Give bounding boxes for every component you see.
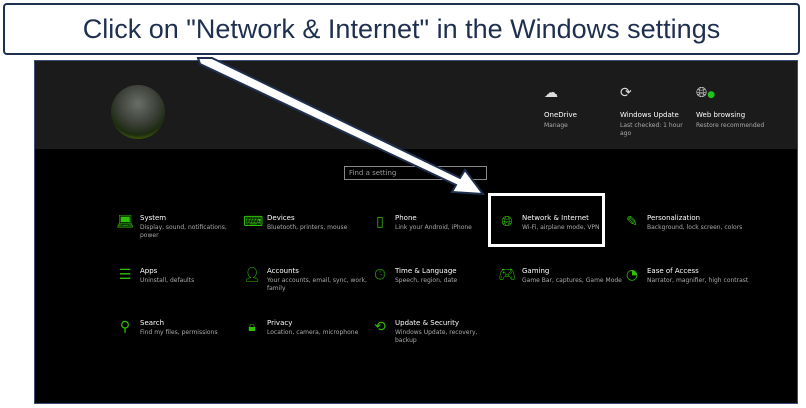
item-title: Phone bbox=[395, 214, 417, 222]
settings-window: ☁ OneDrive Manage ⟳ Windows Update Last … bbox=[34, 60, 798, 404]
item-title: Time & Language bbox=[395, 267, 457, 275]
search-icon: ⚲ bbox=[119, 319, 131, 335]
quick-title: Windows Update bbox=[620, 111, 679, 119]
globe-icon: 🌐︎ bbox=[501, 214, 513, 230]
item-title: System bbox=[140, 214, 167, 222]
sync-icon: ⟲ bbox=[374, 319, 386, 335]
phone-icon: ▯ bbox=[376, 214, 384, 230]
avatar bbox=[111, 85, 165, 139]
highlight-box bbox=[488, 193, 605, 247]
item-subtitle: Uninstall, defaults bbox=[140, 277, 195, 284]
item-title: Apps bbox=[140, 267, 158, 275]
gamepad-icon: 🎮︎ bbox=[498, 267, 516, 283]
item-subtitle: Speech, region, date bbox=[395, 277, 458, 284]
item-title: Devices bbox=[267, 214, 295, 222]
item-title: Accounts bbox=[267, 267, 299, 275]
globe-icon: 🌐︎● bbox=[696, 85, 716, 101]
cloud-icon: ☁ bbox=[544, 85, 558, 101]
quick-web-browsing[interactable]: 🌐︎● Web browsing Restore recommended bbox=[696, 85, 766, 130]
item-title: Network & Internet bbox=[522, 214, 589, 222]
person-icon: 👤︎ bbox=[243, 267, 261, 283]
quick-sub: Last checked: 1 hour ago bbox=[620, 122, 683, 137]
time-language-icon: 🕓︎ bbox=[374, 267, 386, 283]
quick-title: OneDrive bbox=[544, 111, 577, 119]
update-icon: ⟳ bbox=[620, 85, 632, 101]
paint-icon: ✎ bbox=[626, 214, 638, 230]
item-title: Gaming bbox=[522, 267, 550, 275]
quick-onedrive[interactable]: ☁ OneDrive Manage bbox=[544, 85, 614, 130]
item-subtitle: Link your Android, iPhone bbox=[395, 224, 472, 231]
quick-title: Web browsing bbox=[696, 111, 746, 119]
item-subtitle: Background, lock screen, colors bbox=[647, 224, 743, 231]
header-area: ☁ OneDrive Manage ⟳ Windows Update Last … bbox=[35, 61, 797, 149]
item-title: Ease of Access bbox=[647, 267, 699, 275]
item-subtitle: Windows Update, recovery, backup bbox=[395, 329, 478, 344]
item-title: Update & Security bbox=[395, 319, 460, 327]
item-subtitle: Find my files, permissions bbox=[140, 329, 218, 336]
instruction-banner: Click on "Network & Internet" in the Win… bbox=[3, 3, 800, 55]
item-subtitle: Wi-Fi, airplane mode, VPN bbox=[522, 224, 600, 231]
apps-icon: ☰ bbox=[118, 267, 132, 283]
item-subtitle: Game Bar, captures, Game Mode bbox=[522, 277, 622, 284]
item-subtitle: Your accounts, email, sync, work, family bbox=[267, 277, 367, 292]
ease-of-access-icon: ◔ bbox=[625, 267, 639, 283]
laptop-icon: 💻︎ bbox=[116, 214, 134, 230]
item-subtitle: Narrator, magnifier, high contrast bbox=[647, 277, 749, 284]
item-title: Personalization bbox=[647, 214, 701, 222]
quick-windows-update[interactable]: ⟳ Windows Update Last checked: 1 hour ag… bbox=[620, 85, 690, 138]
quick-sub: Restore recommended bbox=[696, 122, 765, 129]
keyboard-icon: ⌨ bbox=[243, 214, 264, 230]
item-subtitle: Display, sound, notifications, power bbox=[140, 224, 227, 239]
item-title: Privacy bbox=[267, 319, 293, 327]
item-title: Search bbox=[140, 319, 165, 327]
item-subtitle: Bluetooth, printers, mouse bbox=[267, 224, 348, 231]
item-subtitle: Location, camera, microphone bbox=[267, 329, 359, 336]
lock-icon: 🔒︎ bbox=[248, 319, 256, 335]
quick-sub: Manage bbox=[544, 122, 568, 129]
